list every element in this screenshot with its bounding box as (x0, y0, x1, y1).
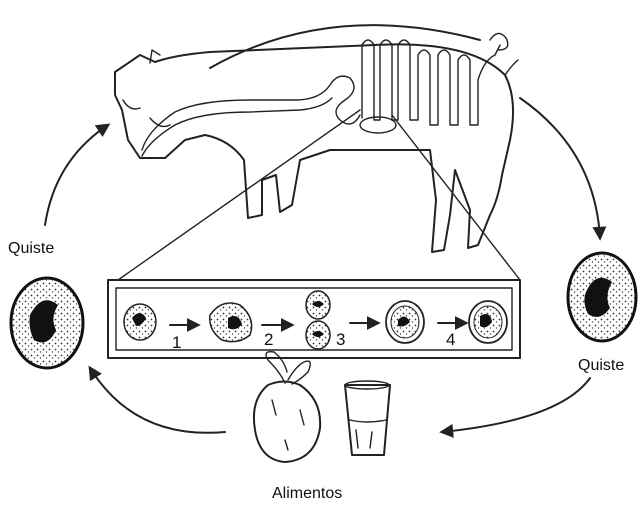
stage-number-1: 1 (172, 333, 181, 353)
stage-number-2: 2 (264, 330, 273, 350)
cyst-left-label: Quiste (8, 240, 54, 258)
radish-icon (254, 352, 320, 462)
stage-cyst-5 (469, 301, 507, 343)
stage-trophozoite-2 (210, 303, 252, 342)
cyst-right-icon (568, 253, 636, 341)
cycle-arrows (45, 25, 600, 433)
cyst-left-icon (11, 278, 83, 368)
stage-dividing-3 (306, 291, 330, 349)
stage-number-4: 4 (446, 330, 455, 350)
stage-precyst-4 (386, 301, 424, 343)
cyst-right-label: Quiste (578, 357, 624, 375)
zoom-lines (118, 110, 520, 280)
stage-number-3: 3 (336, 330, 345, 350)
stage-cyst-1 (124, 304, 156, 340)
food-label: Alimentos (272, 485, 342, 503)
water-glass-icon (345, 381, 390, 455)
